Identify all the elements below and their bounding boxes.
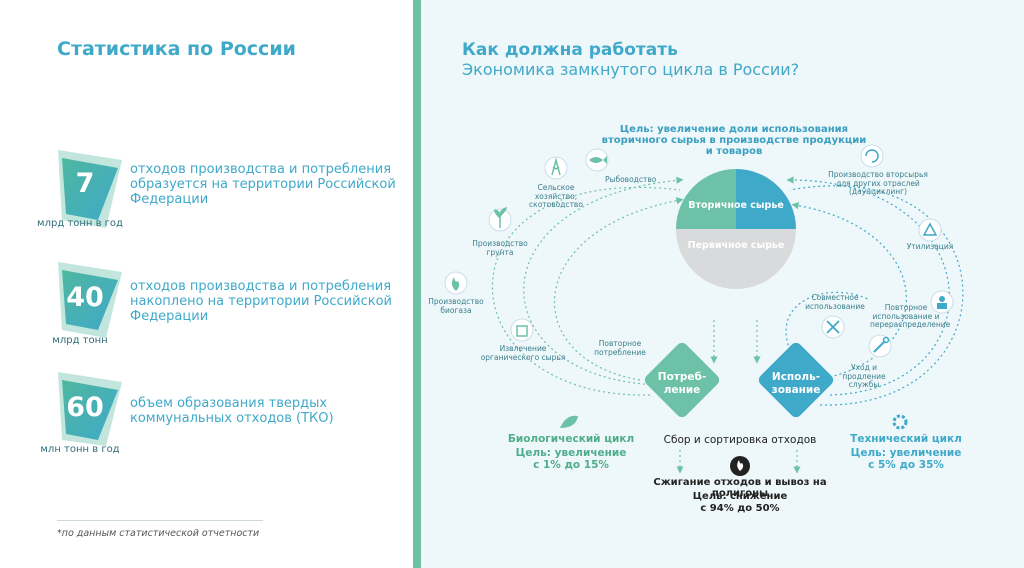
hammer-icon (821, 315, 845, 339)
primary-material-label: Первичное сырье (687, 240, 785, 251)
right-title-line2: Экономика замкнутого цикла в России? (462, 60, 800, 79)
consumption-label: Потреб-ление (657, 371, 707, 396)
label-agriculture: Сельское хозяйство, скотоводство (529, 183, 583, 209)
burning-goal-line1: Цель: снижение (692, 491, 788, 502)
stat-2-unit: млрд тонн (52, 335, 108, 346)
vertical-arrows (676, 320, 801, 474)
stat-3-number: 60 (66, 392, 104, 423)
stat-1-number: 7 (75, 168, 95, 199)
refresh-icon (860, 144, 884, 168)
left-title: Статистика по России (57, 38, 296, 60)
material-circle (676, 169, 796, 289)
bio-cycle-goal-line2: с 1% до 15% (533, 459, 609, 471)
wrench-icon (868, 334, 892, 358)
footnote: *по данным статистической отчетности (57, 528, 260, 539)
stat-badge-2-shape (58, 262, 122, 338)
label-downcycling: Производство вторсырья для других отрасл… (828, 170, 928, 196)
bin-icon (510, 318, 534, 342)
tech-cycle-arrows (785, 176, 964, 406)
tech-cycle-goal-line1: Цель: увеличение (850, 447, 962, 459)
label-soil: Производство грунта (472, 239, 528, 257)
label-reuse: Повторное потребление (594, 339, 646, 357)
fire-warning-icon (730, 456, 750, 476)
flame-icon (444, 271, 468, 295)
leaf-icon (560, 415, 578, 428)
worker-icon (930, 290, 954, 314)
stat-badge-1-shape (58, 150, 122, 228)
usage-label: Исполь-зование (771, 371, 821, 396)
gear-icon (892, 414, 908, 430)
footnote-divider (57, 520, 263, 521)
recycle-icon (918, 218, 942, 242)
stat-3-unit: млн тонн в год (40, 444, 120, 455)
fish-icon (585, 148, 609, 172)
stat-1-unit: млрд тонн в год (37, 218, 123, 229)
goal-top: Цель: увеличение доли использования втор… (601, 124, 867, 157)
wheat-icon (544, 156, 568, 180)
sprout-icon (488, 206, 512, 232)
tech-cycle-goal-line2: с 5% до 35% (868, 459, 944, 471)
bio-cycle-title: Биологический цикл (507, 433, 635, 445)
label-biogas: Производство биогаза (428, 297, 484, 315)
secondary-material-label: Вторичное сырье (688, 200, 784, 211)
stat-2-text: отходов производства и потребления накоп… (130, 279, 392, 324)
usage-diamond (758, 342, 834, 418)
label-care: Уход и продление службы (842, 363, 886, 389)
burning-goal-line2: с 94% до 50% (700, 503, 780, 514)
stat-3-text: объем образования твердых коммунальных о… (130, 396, 334, 426)
consumption-diamond (644, 342, 720, 418)
right-title-line1: Как должна работать (462, 40, 678, 60)
stat-1-text: отходов производства и потребления образ… (130, 162, 396, 207)
panel-divider (413, 0, 421, 568)
stat-badge-3-shape (58, 372, 122, 446)
label-shared: Совместное использование (805, 293, 865, 311)
tech-cycle-title: Технический цикл (850, 433, 962, 445)
bio-cycle-arrows (491, 176, 684, 396)
label-utilization: Утилизация (906, 242, 954, 251)
bio-cycle-goal-line1: Цель: увеличение (515, 447, 627, 459)
label-fishing: Рыбоводство (605, 175, 657, 184)
label-extraction: Извлечение органического сырья (480, 344, 566, 362)
stat-2-number: 40 (66, 282, 104, 313)
burning-label: Сжигание отходов и вывоз на полигоны (653, 477, 827, 499)
label-redistribution: Повторное использование и перераспределе… (870, 303, 951, 329)
collection-label: Сбор и сортировка отходов (663, 434, 817, 446)
